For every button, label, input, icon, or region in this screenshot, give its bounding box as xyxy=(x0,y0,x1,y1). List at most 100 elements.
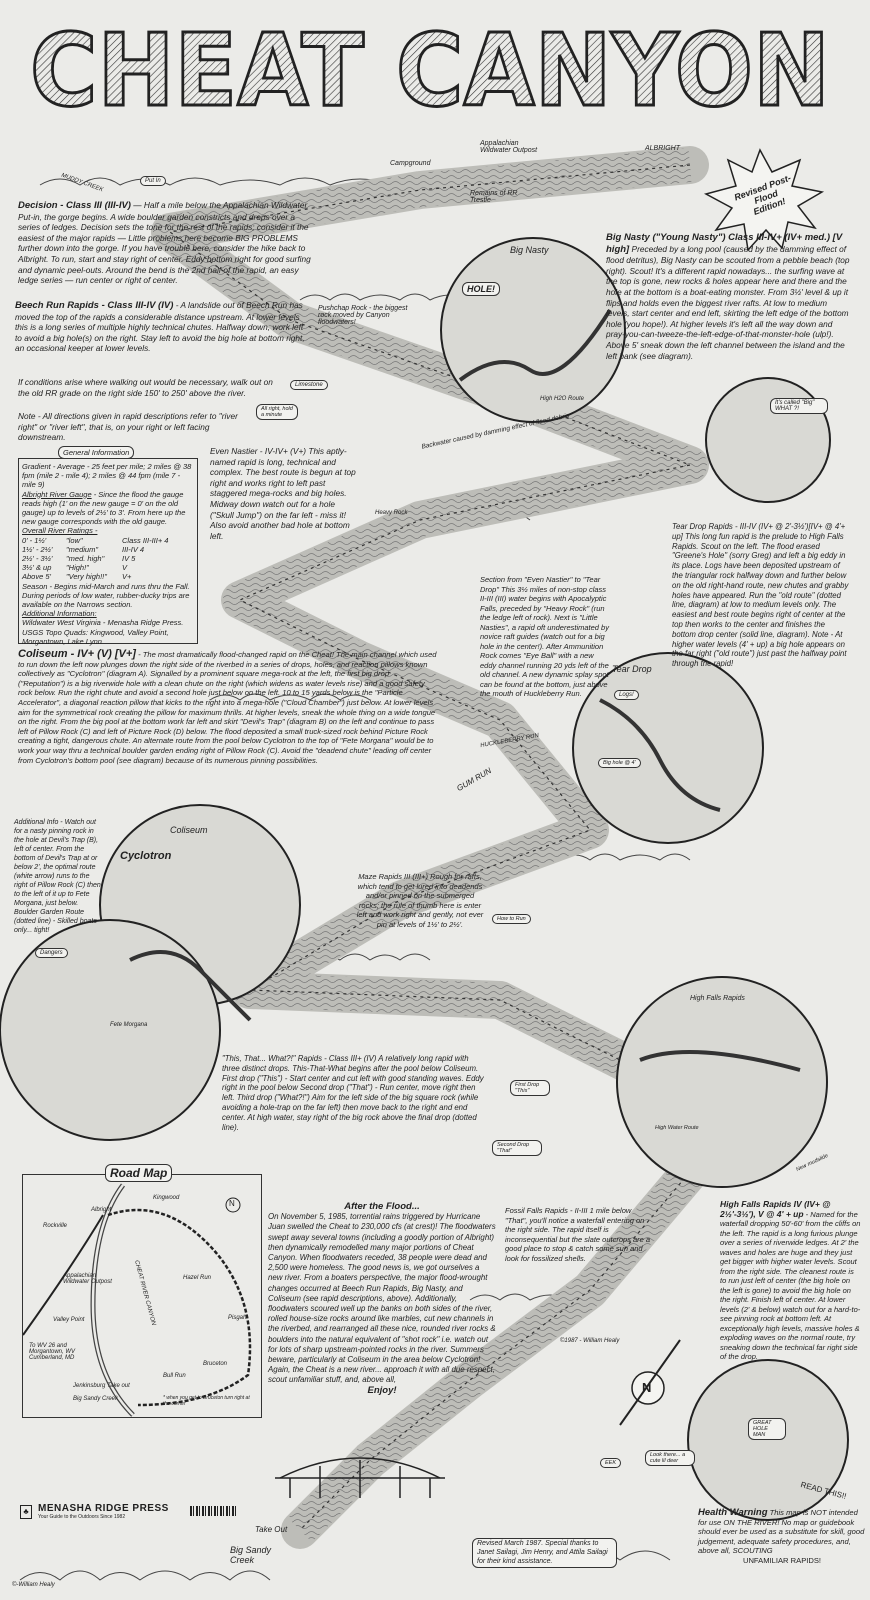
section-note-body: This 3½ miles of non-stop class II-III (… xyxy=(480,584,609,699)
additional-heading: Additional Information: xyxy=(22,609,97,619)
bubble-big-what: It's called "Big" WHAT ?! xyxy=(770,398,828,414)
ratings-heading: Overall River Ratings - xyxy=(22,526,98,536)
label-cyclotron: Cyclotron xyxy=(120,850,172,862)
boater-inset xyxy=(705,377,831,503)
bubble-great-hole: GREAT HOLE MAN xyxy=(748,1418,786,1440)
this-that-what-heading: "This, That... What?!" Rapids - Class II… xyxy=(222,1054,377,1063)
health-warning-heading: Health Warning xyxy=(698,1507,768,1518)
road-map-footnote: * when you get to Bruceton turn right at… xyxy=(163,1395,250,1407)
big-nasty-description: Big Nasty ("Young Nasty") Class III-IV+ … xyxy=(606,232,850,361)
road-map-place: Big Sandy Creek xyxy=(73,1396,119,1402)
big-nasty-heading: Big Nasty ("Young Nasty") Class III-IV+ … xyxy=(606,232,843,255)
bubble-deer: Look there... a cute lil deer xyxy=(645,1450,695,1466)
label-tear-drop-inset: Tear Drop xyxy=(612,664,652,674)
health-warning-body: This map is NOT intended for use ON THE … xyxy=(698,1508,865,1556)
label-dangers: Dangers xyxy=(35,948,68,958)
tree-icon: ♣ xyxy=(20,1504,32,1519)
tear-drop-body: This long fun rapid is the prelude to Hi… xyxy=(672,531,849,669)
walkout-note: If conditions arise where walking out wo… xyxy=(18,377,273,398)
rating-level: 3½' & up xyxy=(22,563,52,573)
paddlers-inset xyxy=(687,1359,849,1521)
copyright-signature-2: ©1987 - William Healy xyxy=(560,1338,620,1344)
direction-note: Note - All directions given in rapid des… xyxy=(18,411,238,443)
health-warning-closing: UNFAMILIAR RAPIDS! xyxy=(742,1555,822,1565)
gauge-heading: Albright River Gauge xyxy=(22,489,92,499)
road-map-place: Appalachian Wildwater Outpost xyxy=(63,1273,112,1285)
ratings-table: 0' - 1½'"low"Class III-III+ 4 1½' - 2½'"… xyxy=(22,536,194,582)
road-map-place: Hazel Run xyxy=(183,1275,212,1281)
label-high-water-route: High H2O Route xyxy=(540,396,585,402)
health-warning: Health Warning This map is NOT intended … xyxy=(698,1508,866,1566)
rating-desc: "medium" xyxy=(66,544,98,554)
this-that-what-body: A relatively long rapid with three disti… xyxy=(222,1054,484,1132)
road-map-title: Road Map xyxy=(105,1164,173,1182)
label-high-falls-inset: High Falls Rapids xyxy=(690,995,745,1002)
rating-class: IV 5 xyxy=(122,554,136,564)
coliseum-description: Coliseum - IV+ (V) [V+] - The most drama… xyxy=(18,649,438,765)
label-first-drop: First Drop "This" xyxy=(510,1080,550,1096)
fossil-falls-description: Fossil Falls Rapids - II-III 1 mile belo… xyxy=(505,1206,653,1263)
rating-level: Above 5' xyxy=(22,572,51,582)
compass-north: N xyxy=(642,1380,652,1395)
beech-run-body: - A landslide out of Beech Run has moved… xyxy=(15,300,305,354)
coliseum-body: - The most dramatically flood-changed ra… xyxy=(18,650,437,765)
rating-level: 2½' - 3½' xyxy=(22,554,53,564)
tear-drop-heading: Tear Drop Rapids - III-IV (IV+ @ 2'-3½')… xyxy=(672,522,846,541)
decision-heading: Decision - Class III (III-IV) xyxy=(18,200,131,211)
road-map-to-note: To WV 26 and Morgantown, WV Cumberland, … xyxy=(29,1343,76,1361)
section-note-heading: Section from "Even Nastier" to "Tear Dro… xyxy=(480,575,601,594)
title-art: CHEAT CANYON xyxy=(29,11,832,131)
beech-run-description: Beech Run Rapids - Class III-IV (IV) - A… xyxy=(15,300,305,354)
road-map-place: Kingwood xyxy=(153,1195,180,1201)
label-put-in: Put In xyxy=(140,176,166,186)
beech-run-heading: Beech Run Rapids - Class III-IV (IV) xyxy=(15,300,174,311)
maze-body: Rough for rafts, which tend to get lured… xyxy=(356,872,484,929)
rating-desc: "low" xyxy=(66,535,83,545)
publisher-tagline: Your Guide to the Outdoors Since 1982 xyxy=(38,1514,126,1520)
coliseum-inset-bottom xyxy=(0,919,221,1141)
this-that-what-description: "This, That... What?!" Rapids - Class II… xyxy=(222,1054,484,1132)
even-nastier-heading: Even Nastier - IV-IV+ (V+) xyxy=(210,446,307,456)
high-falls-inset xyxy=(616,976,828,1188)
label-campground: Campground xyxy=(390,160,431,167)
tear-drop-inset xyxy=(572,652,764,844)
label-trestle: Remains of RR Trestle xyxy=(470,190,518,204)
svg-text:CHEAT CANYON: CHEAT CANYON xyxy=(30,12,830,129)
label-outpost: Appalachian Wildwater Outpost xyxy=(480,140,538,154)
bubble-all-right: All right, hold a minute xyxy=(256,404,298,420)
general-info-box: Gradient - Average - 25 feet per mile; 2… xyxy=(18,458,198,646)
north-letter: N xyxy=(229,1199,235,1208)
high-falls-heading: High Falls Rapids IV (IV+ @ 2½'-3½'), V … xyxy=(720,1199,831,1219)
even-nastier-description: Even Nastier - IV-IV+ (V+) This aptly-na… xyxy=(210,446,360,541)
rating-class: III-IV 4 xyxy=(122,544,145,554)
after-flood-heading: After the Flood... xyxy=(344,1201,420,1212)
after-flood-body: On November 5, 1985, torrential rains tr… xyxy=(268,1212,496,1385)
bubble-eek: EEK xyxy=(600,1458,622,1468)
additional-info: Wildwater West Virginia - Menasha Ridge … xyxy=(22,618,184,646)
rating-class: V xyxy=(122,563,128,573)
label-big-hole: Big hole @ 4' xyxy=(598,758,641,768)
label-heavy-rock: Heavy Rock xyxy=(375,510,408,516)
label-how-to-run: How to Run xyxy=(492,914,531,924)
high-falls-description: High Falls Rapids IV (IV+ @ 2½'-3½'), V … xyxy=(720,1199,862,1362)
big-nasty-body: Preceded by a long pool (caused by the d… xyxy=(606,243,850,361)
decision-description: Decision - Class III (III-IV) — Half a m… xyxy=(18,200,318,286)
fossil-falls-heading: Fossil Falls Rapids - II-III xyxy=(505,1206,588,1215)
coliseum-additional-info: Additional Info - Watch out for a nasty … xyxy=(14,819,101,934)
road-map-box: N Kingwood Albright Rockville Appalachia… xyxy=(22,1174,262,1418)
road-map-place: Albright xyxy=(91,1207,112,1213)
rating-level: 0' - 1½' xyxy=(22,535,47,545)
edition-starburst xyxy=(703,148,825,252)
rating-class: V+ xyxy=(122,572,132,582)
label-albright: ALBRIGHT xyxy=(645,145,681,152)
copyright-signature: ©-William Healy xyxy=(12,1582,55,1588)
rating-class: Class III-III+ 4 xyxy=(122,535,169,545)
road-map-place: Bruceton xyxy=(203,1361,228,1367)
label-logs: Logs! xyxy=(614,690,639,700)
tear-drop-description: Tear Drop Rapids - III-IV (IV+ @ 2'-3½')… xyxy=(672,522,850,669)
high-falls-body: - Named for the waterfall dropping 50'-6… xyxy=(720,1209,861,1362)
road-map-place: Valley Point xyxy=(53,1317,85,1323)
label-fete-morgana: Fete Morgana xyxy=(110,1022,148,1028)
after-flood-description: After the Flood... On November 5, 1985, … xyxy=(268,1201,496,1396)
